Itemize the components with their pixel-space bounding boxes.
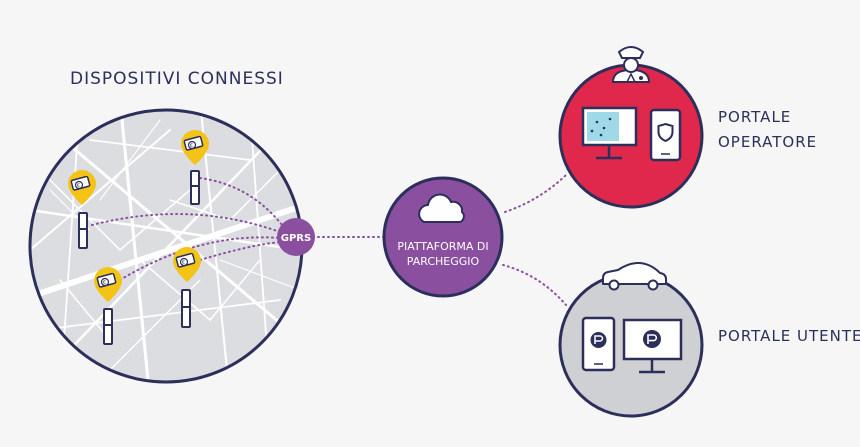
payment-card-pin-icon: € [94, 267, 122, 302]
device-group-4: € [173, 247, 201, 328]
platform-operator-link [504, 174, 567, 213]
platform-label-line2: PARCHEGGIO [407, 255, 480, 268]
shield-icon [657, 122, 674, 143]
payment-card-pin-icon: € [173, 247, 201, 282]
connected-devices-title: DISPOSITIVI CONNESSI [70, 69, 284, 89]
monitor-map-icon [581, 106, 638, 160]
car-icon [602, 262, 667, 291]
operator-portal-node [558, 46, 704, 209]
parking-meter-icon [181, 289, 191, 328]
payment-card-pin-icon: € [68, 170, 96, 205]
brand-p-logo-icon [643, 330, 661, 348]
euro-symbol: € [182, 260, 186, 266]
parking-meter-icon [190, 170, 200, 205]
user-portal-node [558, 262, 704, 418]
gprs-label: GPRS [281, 233, 311, 244]
platform-user-link [502, 264, 567, 306]
phone-shield-icon [649, 108, 682, 162]
city-map [28, 108, 304, 384]
platform-label-line1: PIATTAFORMA DI [397, 240, 488, 253]
payment-card-pin-icon: € [181, 130, 209, 165]
euro-symbol: € [103, 280, 107, 286]
operator-portal-label-line2: OPERATORE [718, 133, 817, 151]
phone-brand-icon [581, 316, 616, 372]
device-group-3: € [94, 267, 122, 345]
operator-portal-label-line1: PORTALE [718, 108, 791, 126]
gprs-node: GPRS [277, 218, 315, 256]
parking-meter-icon [103, 308, 113, 345]
device-group-1: € [181, 130, 209, 205]
device-links [91, 177, 283, 281]
device-group-2: € [68, 170, 96, 249]
parking-meter-icon [78, 212, 88, 249]
user-portal-label: PORTALE UTENTE [718, 327, 860, 345]
parking-platform-node: PIATTAFORMA DI PARCHEGGIO [382, 176, 504, 298]
cloud-icon [418, 193, 465, 223]
police-officer-icon [611, 46, 651, 83]
brand-p-logo-icon [590, 332, 607, 348]
euro-symbol: € [77, 183, 81, 189]
euro-symbol: € [190, 143, 194, 149]
monitor-brand-icon [622, 318, 683, 374]
